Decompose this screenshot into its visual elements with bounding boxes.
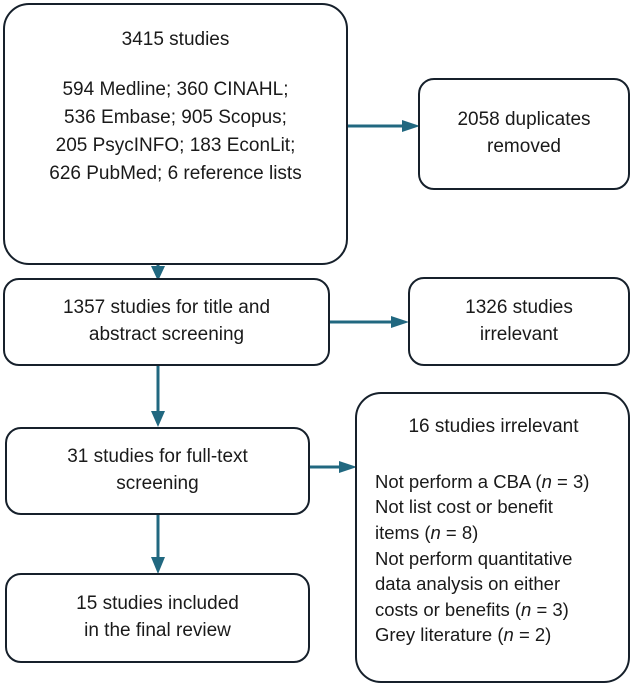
duplicates-line-2: removed [487,136,561,157]
arrow-title-abstract-to-irrelevant [329,316,409,328]
reason-n-symbol: n [541,470,552,492]
exclusion-reason: Not perform quantitative [375,546,612,572]
reason-text-before: Not list cost or benefit [375,496,553,518]
identification-sources: 594 Medline; 360 CINAHL; 536 Embase; 905… [49,76,301,189]
source-line: 626 PubMed; 6 reference lists [49,162,302,184]
box-irrelevant-after-screening: 1326 studies irrelevant [408,277,630,366]
source-line: 594 Medline; 360 CINAHL; [62,78,289,100]
irrelevant-screening-line-2: irrelevant [479,323,559,345]
exclusion-reason: Grey literature (n = 2) [375,622,612,648]
source-line: 205 PsycINFO; 183 EconLit; [55,134,296,156]
arrow-identification-to-title-abstract [151,264,165,281]
arrow-identification-to-duplicates [346,120,420,132]
exclusion-reason: costs or benefits (n = 3) [375,597,612,623]
reason-text-before: data analysis on either [375,573,561,595]
title-abstract-line-1: 1357 studies for title and [62,297,271,319]
exclusions-heading: 16 studies irrelevant [408,416,579,437]
irrelevant-screening-line-1: 1326 studies [465,296,573,318]
reason-n-symbol: n [521,598,532,620]
arrow-fulltext-to-included [151,514,165,574]
duplicates-line-1: 2058 duplicates [457,109,591,131]
source-line: 536 Embase; 905 Scopus; [64,106,287,128]
fulltext-line-1: 31 studies for full-text [67,446,248,468]
identification-heading: 3415 studies [121,29,230,50]
reason-text-before: items ( [375,522,431,543]
reason-text-before: Not perform quantitative [375,547,573,569]
exclusion-reason: data analysis on either [375,571,612,597]
reason-text-before: Not perform a CBA ( [375,470,542,492]
box-identification: 3415 studies 594 Medline; 360 CINAHL; 53… [3,3,348,265]
box-fulltext-screening: 31 studies for full-text screening [5,427,310,515]
reason-text-after: = 2) [513,624,552,646]
included-line-1: 15 studies included [76,593,239,615]
fulltext-line-2: screening [116,473,199,494]
reason-text-before: Grey literature ( [375,624,504,646]
reason-text-after: = 8) [440,522,479,543]
arrow-fulltext-to-exclusions [309,461,357,473]
exclusion-reason: Not list cost or benefit [375,494,612,520]
reason-text-before: costs or benefits ( [375,598,522,620]
reason-n-symbol: n [503,624,514,646]
box-duplicates-removed: 2058 duplicates removed [418,78,630,190]
included-line-2: in the final review [84,620,231,641]
title-abstract-line-2: abstract screening [88,324,245,345]
reason-text-after: = 3) [551,470,590,492]
reason-text-after: = 3) [531,598,569,620]
reason-n-symbol: n [430,522,441,543]
exclusion-reason: Not perform a CBA (n = 3) [375,469,612,495]
exclusion-reason: items (n = 8) [375,520,612,546]
box-exclusion-reasons: 16 studies irrelevant Not perform a CBA … [355,392,630,683]
box-studies-included: 15 studies included in the final review [5,573,310,663]
arrow-title-abstract-to-fulltext [151,365,165,427]
box-title-abstract-screening: 1357 studies for title and abstract scre… [3,278,330,366]
exclusion-reason-list: Not perform a CBA (n = 3) Not list cost … [375,469,612,648]
